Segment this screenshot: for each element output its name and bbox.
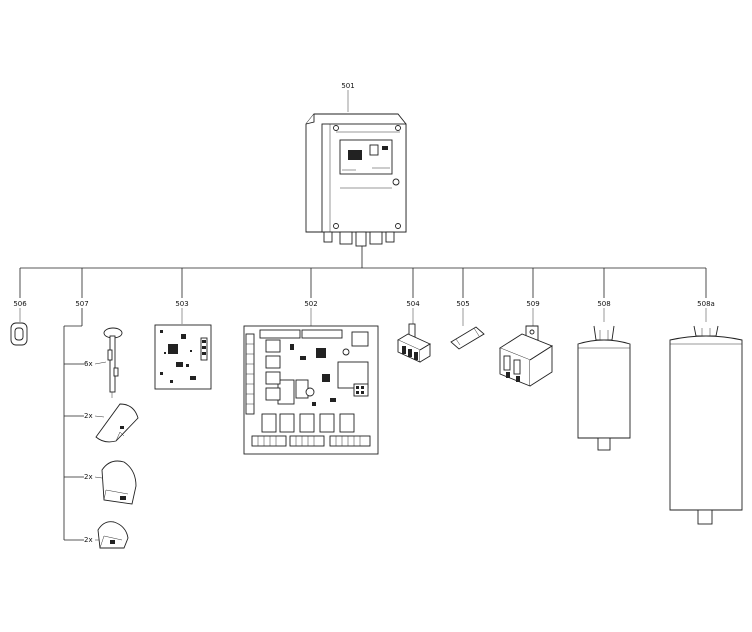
label-508: 508 (597, 300, 610, 308)
capacitor-508 (577, 325, 631, 451)
pcb-board-502 (243, 325, 379, 455)
fuse-505 (450, 326, 485, 350)
label-501: 501 (341, 82, 354, 90)
connector-lines (19, 90, 707, 541)
qty-label-cover-3: 2x (84, 536, 93, 544)
capacitor-508a (669, 325, 743, 525)
cover-part-3 (97, 521, 129, 549)
label-502: 502 (304, 300, 317, 308)
qty-label-shaft: 6x (84, 360, 93, 368)
label-504: 504 (406, 300, 420, 308)
cover-part-2 (101, 460, 137, 505)
label-507: 507 (75, 300, 88, 308)
cover-part-1 (95, 403, 139, 443)
qty-label-cover-1: 2x (84, 412, 93, 420)
label-508a: 508a (697, 300, 715, 308)
label-503: 503 (175, 300, 188, 308)
control-box-501 (305, 113, 407, 247)
relay-509 (499, 325, 553, 387)
label-506: 506 (13, 300, 27, 308)
pcb-board-503 (154, 324, 212, 390)
label-509: 509 (526, 300, 539, 308)
potentiometer-504 (397, 323, 431, 363)
part-labels: 501 506 507 503 502 504 505 509 508 508a… (13, 82, 715, 544)
shaft-key-507 (103, 327, 123, 398)
label-505: 505 (456, 300, 469, 308)
qty-label-cover-2: 2x (84, 473, 93, 481)
grommet-506 (10, 322, 28, 346)
